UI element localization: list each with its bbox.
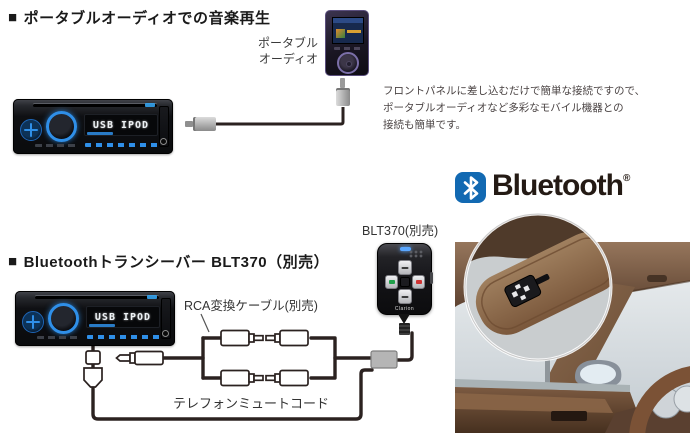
magnifier-inset	[465, 214, 611, 360]
portable-audio-label: ポータブル オーディオ	[257, 36, 318, 66]
speaker-grille	[409, 250, 424, 258]
bluetooth-wordmark: Bluetooth®	[492, 169, 631, 202]
section-heading-portable-audio: ■ ポータブルオーディオでの音楽再生	[8, 7, 271, 28]
mute-cord-label: テレフォンミュートコード	[173, 396, 330, 411]
rca-plug-left-top	[220, 329, 264, 347]
front-aux-jack	[162, 330, 169, 337]
player-screen	[332, 17, 364, 44]
front-aux-jack	[160, 138, 167, 145]
rca-plug-right-top	[265, 329, 309, 347]
blt370-transceiver: Clarion	[377, 243, 433, 315]
transceiver-plug	[399, 323, 410, 335]
door-vent	[551, 411, 587, 421]
car-interior-photo	[455, 212, 690, 433]
side-button	[430, 272, 433, 284]
aux-plug-body	[193, 117, 216, 131]
control-pad	[385, 260, 425, 304]
section-heading-bluetooth-transceiver: ■ Bluetoothトランシーバー BLT370（別売）	[8, 251, 329, 272]
head-unit-display: USB IPOD	[84, 114, 158, 136]
section-bullet: ■	[8, 253, 18, 270]
player-plug-tip	[340, 78, 345, 88]
aux-plug-tip	[185, 121, 193, 127]
cd-slot	[33, 104, 157, 107]
head-unit-dpad	[20, 119, 42, 141]
head-unit-1: USB IPOD	[13, 99, 173, 154]
volume-down-button	[398, 289, 412, 304]
portable-audio-player	[325, 10, 369, 76]
registered-mark: ®	[622, 173, 631, 184]
section-bullet: ■	[8, 9, 18, 26]
mini-plug-icon	[115, 350, 164, 366]
rca-cable-label: RCA変換ケーブル(別売)	[184, 299, 318, 313]
visor-hook	[647, 275, 667, 282]
status-led	[400, 247, 411, 251]
player-buttons	[334, 47, 362, 50]
side-mirror	[575, 359, 622, 388]
button-row	[87, 335, 161, 339]
blt370-label: BLT370(別売)	[362, 224, 439, 238]
volume-knob	[48, 303, 79, 334]
mute-cord-connector	[83, 367, 103, 388]
volume-knob	[46, 111, 77, 142]
volume-up-button	[398, 260, 412, 275]
gauge	[673, 385, 690, 413]
section-heading-text: ポータブルオーディオでの音楽再生	[23, 10, 271, 27]
end-call-button	[412, 275, 425, 289]
call-button	[385, 275, 398, 289]
head-unit-dpad	[22, 311, 44, 333]
connection-description: フロントパネルに差し込むだけで簡単な接続ですので、 ポータブルオーディオなど多彩…	[383, 85, 646, 131]
cd-slot	[35, 296, 159, 299]
rca-plug-right-bottom	[265, 369, 309, 387]
button-row	[85, 143, 159, 147]
junction-box	[370, 350, 398, 369]
bluetooth-icon	[455, 172, 486, 203]
center-button	[400, 277, 410, 287]
blt370-mounted	[504, 274, 550, 308]
window-sill	[455, 379, 630, 392]
mirror-stalk	[545, 353, 550, 387]
head-unit-2: USB IPOD	[15, 291, 175, 346]
head-unit-display: USB IPOD	[86, 306, 160, 328]
player-dpad	[337, 52, 359, 74]
rca-plug-left-bottom	[220, 369, 264, 387]
inline-connector	[85, 350, 101, 365]
brand-logo-text: Clarion	[394, 306, 415, 312]
section-heading-text: Bluetoothトランシーバー BLT370（別売）	[23, 254, 330, 271]
player-plug-body	[336, 88, 350, 106]
cable-strain-relief	[398, 314, 410, 324]
